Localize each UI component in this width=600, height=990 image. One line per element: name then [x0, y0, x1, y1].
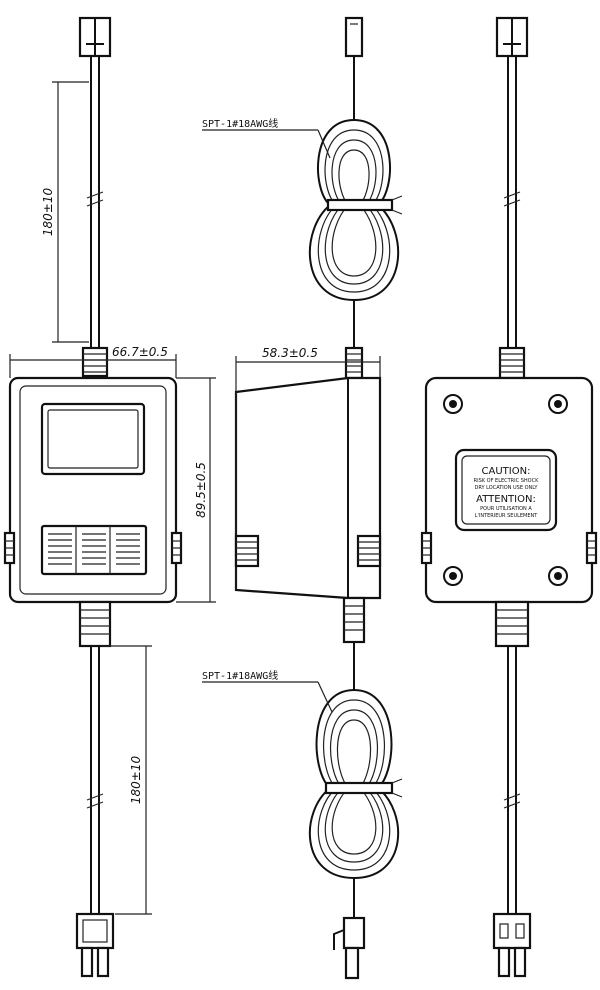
front-view: 180±10 180±10 66.7±0.5 89.5±0.5 [3, 16, 216, 978]
dim-side-width-text: 58.3±0.5 [262, 346, 318, 360]
dim-height-text: 89.5±0.5 [194, 462, 208, 518]
side-view: 58.3±0.5 SPT-1#18AWG线 SPT-1#18AWG线 [202, 16, 403, 980]
rear-bottom-cable [503, 646, 521, 914]
dim-cable-bottom-text: 180±10 [129, 756, 143, 805]
dim-front-width: 66.7±0.5 [9, 345, 177, 378]
attention-heading: ATTENTION: [476, 494, 536, 505]
caution-line-1: RISK OF ELECTRIC SHOCK [474, 478, 539, 484]
side-vents-left [234, 534, 260, 568]
side-bottom-cable-coil [308, 688, 403, 880]
side-bottom-connector [333, 916, 366, 980]
dim-front-width-text: 66.7±0.5 [112, 345, 168, 359]
dim-height: 89.5±0.5 [176, 377, 216, 603]
rear-top-cable [503, 56, 521, 348]
side-top-connector [344, 16, 364, 58]
front-vent-grid [40, 524, 148, 576]
rear-view: CAUTION: RISK OF ELECTRIC SHOCK DRY LOCA… [420, 16, 598, 978]
rear-side-clips [420, 531, 598, 565]
dim-side-width: 58.3±0.5 [235, 346, 381, 392]
front-side-clips [3, 531, 183, 565]
front-housing-inner [19, 385, 167, 595]
rear-top-strain-relief [498, 346, 526, 380]
side-top-cable-coil [308, 118, 403, 302]
rear-bottom-strain-relief [494, 600, 530, 648]
rear-bottom-connector [492, 912, 532, 978]
front-top-connector [78, 16, 112, 58]
caution-heading: CAUTION: [482, 466, 531, 477]
cable-label-top: SPT-1#18AWG线 [202, 117, 331, 159]
cable-label-top-text: SPT-1#18AWG线 [202, 117, 278, 130]
front-bottom-connector [75, 912, 115, 978]
dim-cable-bottom: 180±10 [101, 645, 152, 915]
front-bottom-strain-relief [78, 600, 112, 648]
front-bottom-cable [86, 646, 104, 914]
front-top-cable [86, 56, 104, 348]
attention-line-2: L'INTERIEUR SEULEMENT [475, 513, 539, 519]
dim-cable-top-text: 180±10 [41, 188, 55, 237]
cable-label-bottom: SPT-1#18AWG线 [202, 669, 333, 713]
front-label-window [40, 402, 146, 476]
dim-cable-top: 180±10 [41, 81, 89, 343]
cable-label-bottom-text: SPT-1#18AWG线 [202, 669, 278, 682]
rear-caution-label: CAUTION: RISK OF ELECTRIC SHOCK DRY LOCA… [454, 448, 558, 532]
rear-screw-icons [443, 394, 568, 586]
attention-line-1: POUR UTILISATION A [480, 506, 532, 512]
caution-line-2: DRY LOCATION USE ONLY [475, 485, 539, 491]
side-bottom-strain-relief [342, 596, 366, 644]
rear-top-connector [495, 16, 529, 58]
side-vents-right [356, 534, 382, 568]
front-top-strain-relief [81, 346, 109, 378]
side-top-strain-relief [344, 346, 364, 380]
